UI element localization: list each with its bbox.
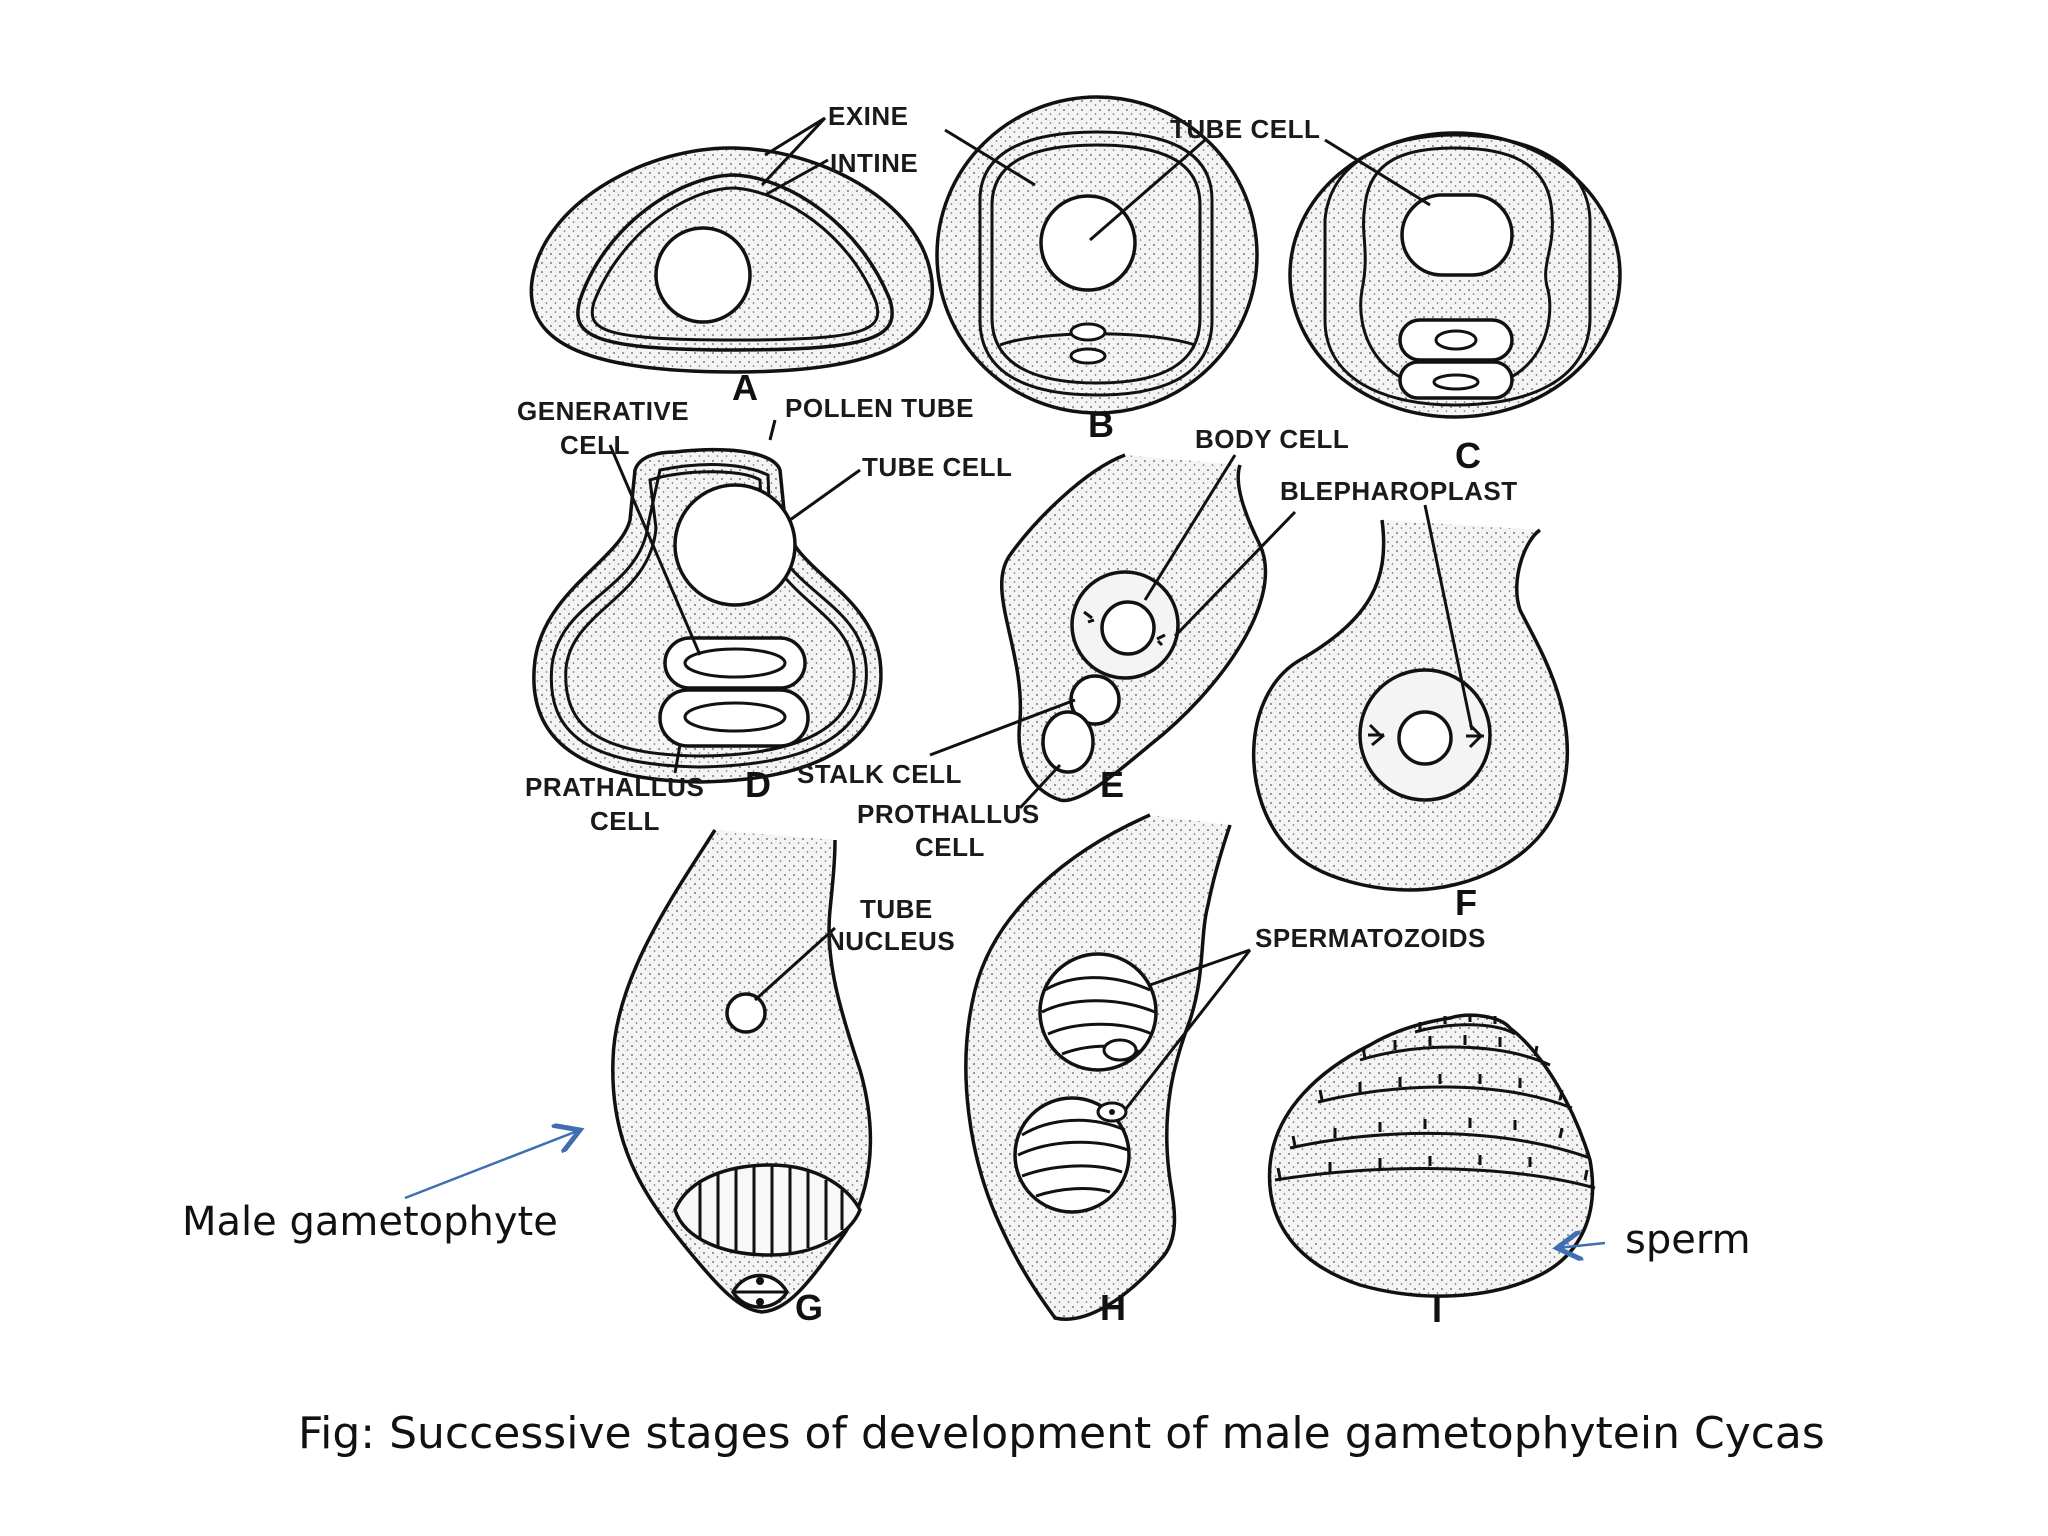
label-tube: TUBE xyxy=(860,894,933,924)
label-prothallus-cell: CELL xyxy=(915,832,985,862)
stage-d-tube-cell xyxy=(673,483,797,607)
stage-e-pollen-tube xyxy=(1000,453,1268,803)
stage-letter-f: F xyxy=(1455,882,1477,923)
label-blepharoplast: BLEPHAROPLAST xyxy=(1280,476,1518,506)
label-prathallus-cell: CELL xyxy=(590,806,660,836)
stage-c-tube-cell xyxy=(1400,193,1514,277)
stage-g-tube-nucleus xyxy=(725,992,767,1034)
stage-letter-i: I xyxy=(1432,1289,1442,1330)
arrow-male-gametophyte xyxy=(404,1130,580,1200)
annotation-sperm: sperm xyxy=(1625,1217,1751,1263)
stage-letter-a: A xyxy=(732,367,758,408)
label-intine: INTINE xyxy=(830,148,918,178)
label-generative-cell: CELL xyxy=(560,430,630,460)
stage-letter-e: E xyxy=(1100,764,1124,805)
label-body-cell: BODY CELL xyxy=(1195,424,1349,454)
stage-h-pollen-tube xyxy=(964,813,1232,1321)
label-pollen-tube: POLLEN TUBE xyxy=(785,393,974,423)
arrow-sperm xyxy=(1557,1243,1606,1248)
stage-d-germinating-pollen xyxy=(532,448,883,784)
stage-b-tube-cell xyxy=(1039,194,1137,292)
stage-i-sperm xyxy=(1267,1013,1596,1298)
label-tube-nucleus: NUCLEUS xyxy=(826,926,955,956)
stage-letter-b: B xyxy=(1088,404,1114,445)
stage-h-spermatozoid-lower xyxy=(1013,1096,1131,1214)
label-prathallus: PRATHALLUS xyxy=(525,772,704,802)
stage-f-blepharoplast-left xyxy=(1368,723,1385,747)
label-stalk-cell: STALK CELL xyxy=(797,759,962,789)
stage-b-pollen-grain xyxy=(935,95,1259,415)
stage-a-pollen-grain xyxy=(529,146,935,374)
label-prothallus: PROTHALLUS xyxy=(857,799,1040,829)
label-exine: EXINE xyxy=(828,101,909,131)
figure-caption: Fig: Successive stages of development of… xyxy=(298,1408,1825,1459)
stage-letters: A B C D E F G H I xyxy=(732,367,1481,1330)
leader-lines xyxy=(608,116,1474,1111)
label-tube-cell-b: TUBE CELL xyxy=(1170,114,1320,144)
label-spermatozoids: SPERMATOZOIDS xyxy=(1255,923,1486,953)
stage-letter-h: H xyxy=(1100,1287,1126,1328)
label-tube-cell-d: TUBE CELL xyxy=(862,452,1012,482)
stage-f-pollen-tube xyxy=(1252,519,1570,892)
stage-h-spermatozoid-upper xyxy=(1038,952,1158,1072)
stage-g-spermatozoids xyxy=(673,1163,862,1257)
stage-letter-g: G xyxy=(795,1287,823,1328)
annotations: Male gametophyte sperm xyxy=(182,1130,1751,1263)
stage-letter-d: D xyxy=(745,764,771,805)
annotation-male-gametophyte: Male gametophyte xyxy=(182,1199,558,1245)
part-labels: EXINE INTINE TUBE CELL GENERATIVE CELL P… xyxy=(517,101,1518,956)
stage-e-prothallus-cell xyxy=(1041,710,1095,774)
stage-letter-c: C xyxy=(1455,435,1481,476)
stage-a-nucleus xyxy=(654,226,752,324)
stage-c-pollen-grain xyxy=(1288,131,1622,419)
label-generative: GENERATIVE xyxy=(517,396,689,426)
stage-g-prothallus-cells xyxy=(730,1273,790,1309)
stage-g-male-gametophyte xyxy=(611,829,873,1314)
